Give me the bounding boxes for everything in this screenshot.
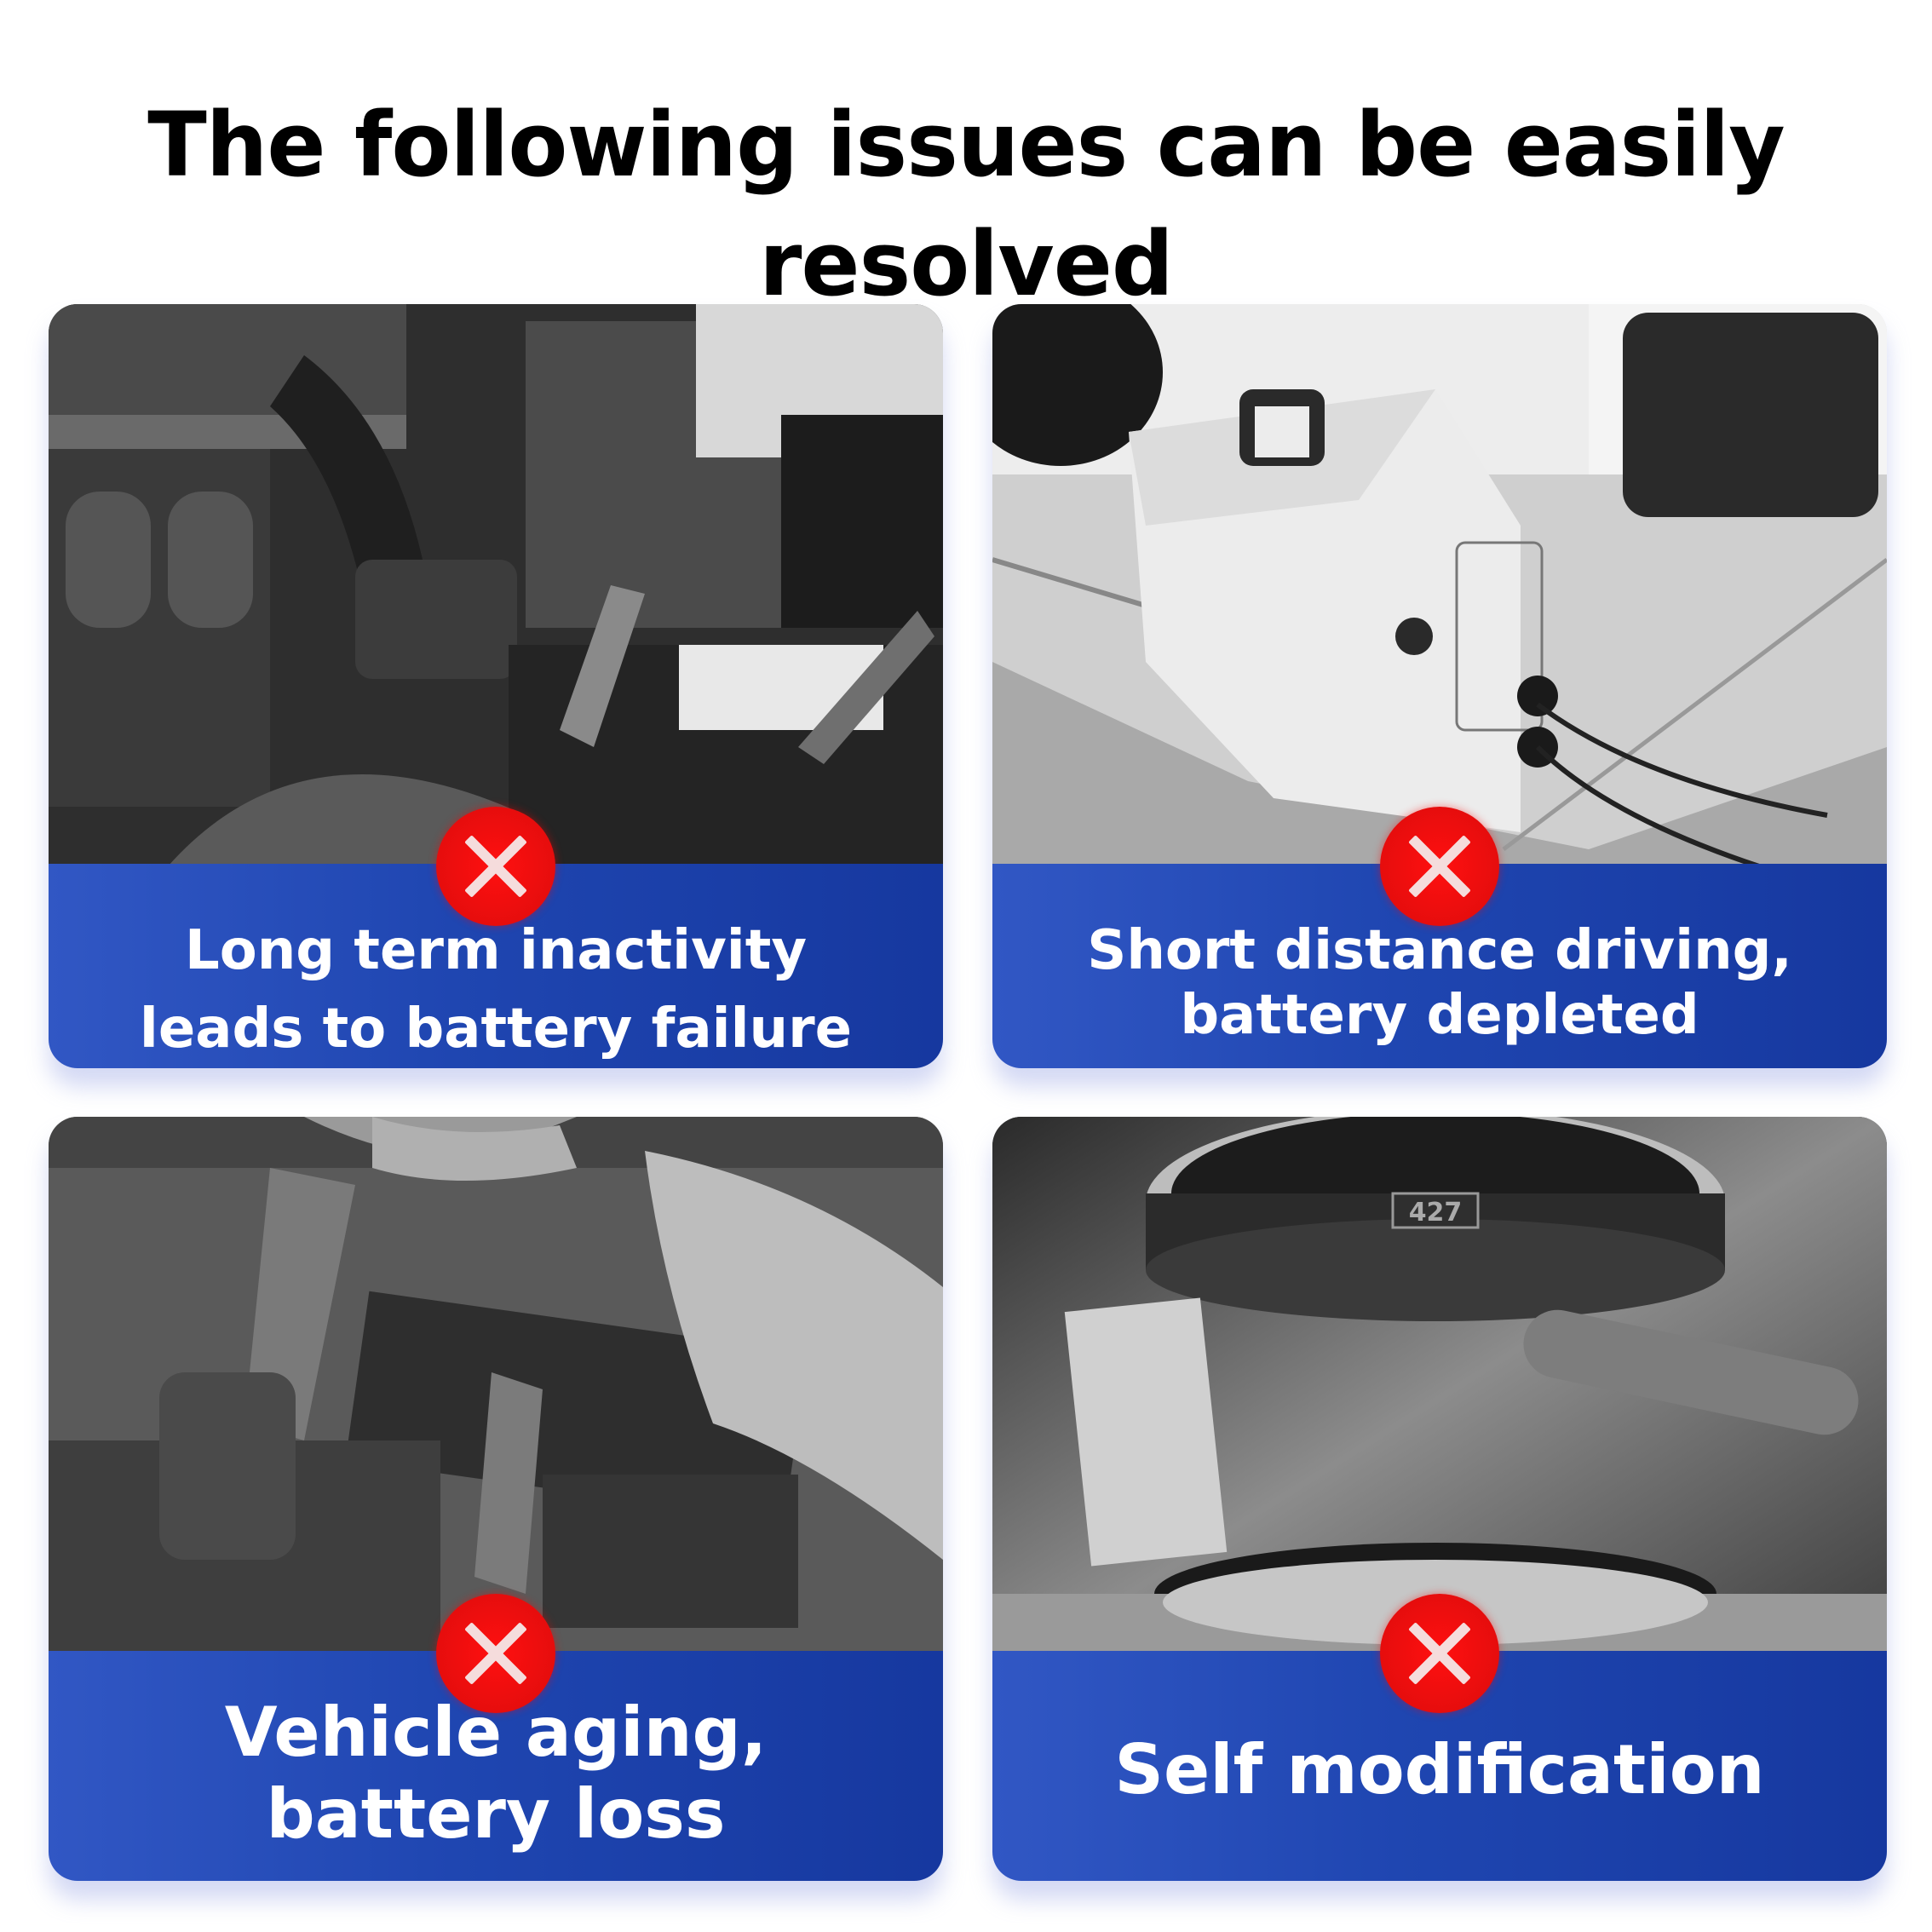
x-circle-icon xyxy=(436,1594,555,1713)
x-circle-icon xyxy=(436,807,555,926)
x-circle-icon xyxy=(1380,807,1499,926)
x-circle-icon xyxy=(1380,1594,1499,1713)
engine-bay-photo xyxy=(49,304,943,866)
caption-band: Short distance driving, battery depleted xyxy=(992,864,1887,1068)
caption-line-1: Self modification xyxy=(1114,1730,1765,1809)
caption-line-1: Long term inactivity xyxy=(184,919,808,982)
page-headline: The following issues can be easily resol… xyxy=(147,93,1785,316)
caption-band: Long term inactivity leads to battery fa… xyxy=(49,864,943,1068)
caption-line-1: Short distance driving, xyxy=(1087,919,1792,982)
issue-card-short-distance: Short distance driving, battery depleted xyxy=(992,304,1887,1068)
caption-line-2: battery depleted xyxy=(1180,984,1699,1047)
caption-line-2: leads to battery failure xyxy=(139,998,853,1061)
issue-card-modification: 427 Self modification xyxy=(992,1117,1887,1881)
air-cleaner-badge: 427 xyxy=(1409,1198,1463,1228)
power-station-photo xyxy=(992,304,1887,866)
caption-line-2: battery loss xyxy=(266,1774,726,1854)
battery-clamps-photo xyxy=(49,1117,943,1679)
issue-card-inactivity: Long term inactivity leads to battery fa… xyxy=(49,304,943,1068)
issue-card-aging: Vehicle aging, battery loss xyxy=(49,1117,943,1881)
